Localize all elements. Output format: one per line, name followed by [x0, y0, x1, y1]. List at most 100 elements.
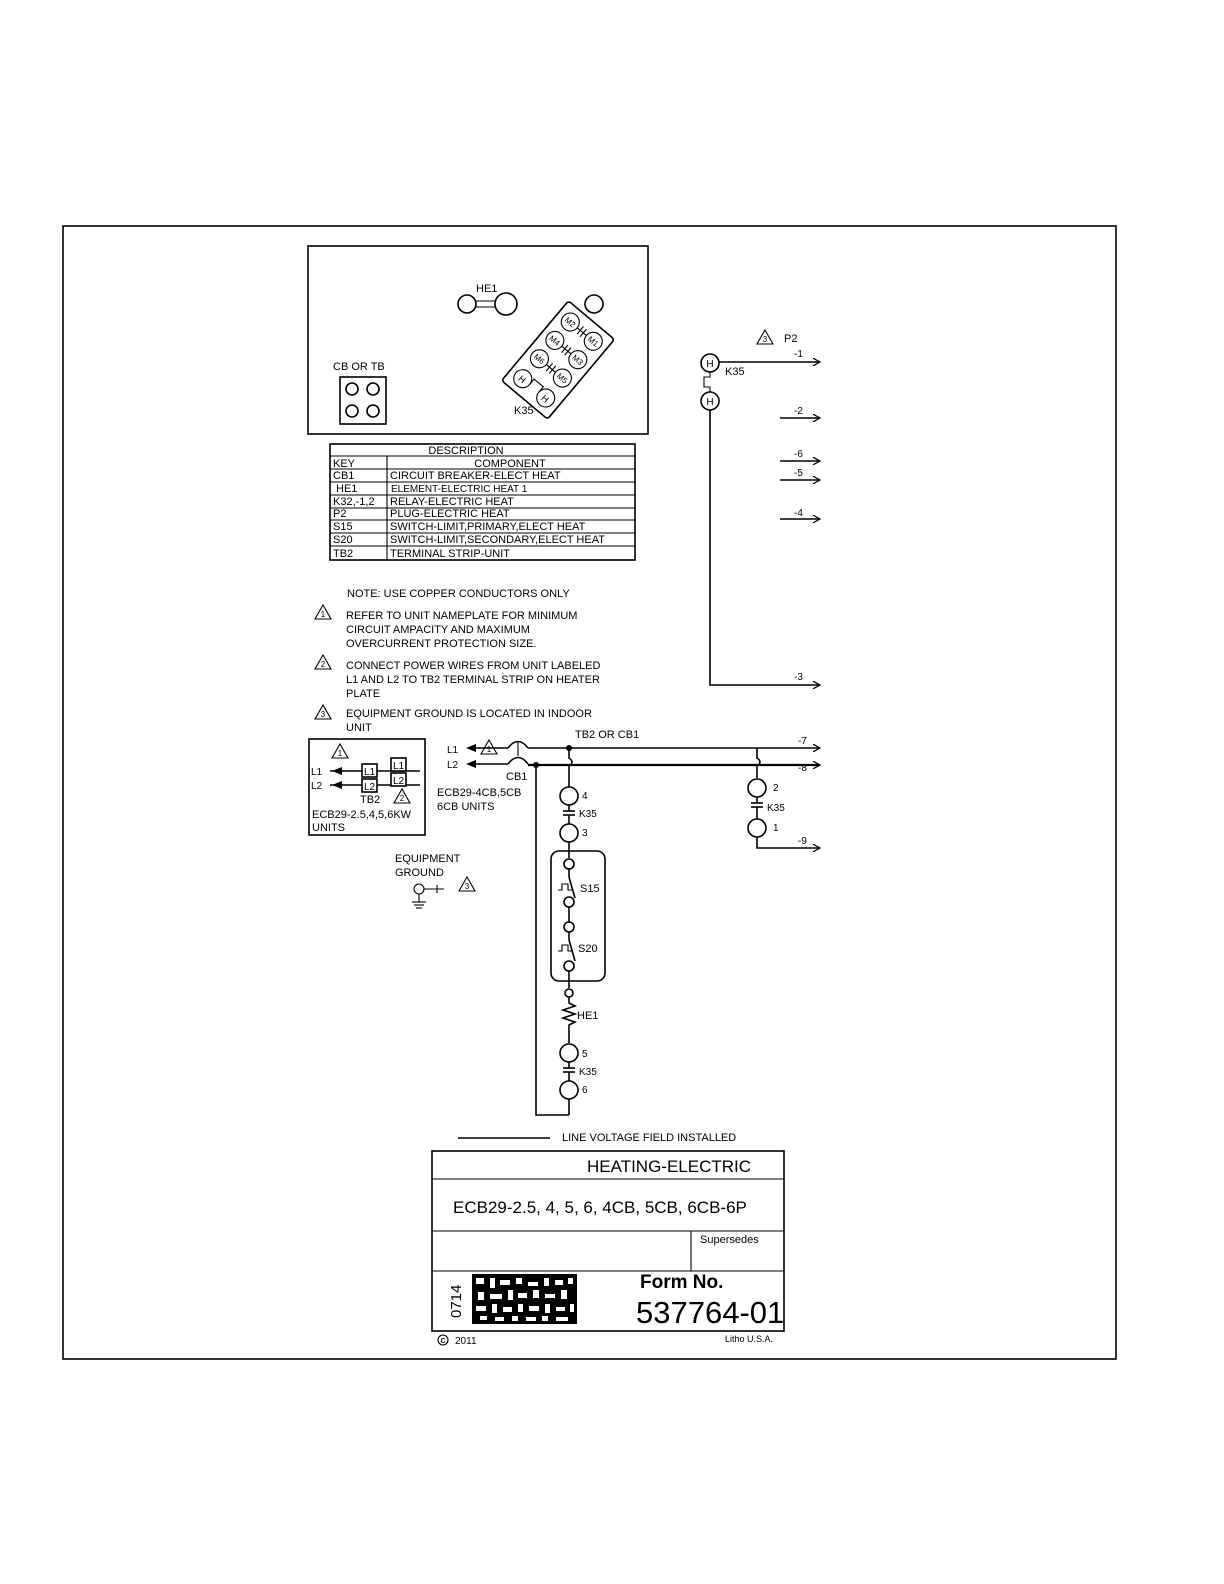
note-number: 3: [321, 710, 326, 719]
relay-terminal: H: [539, 393, 550, 405]
note-line: L1 AND L2 TO TB2 TERMINAL STRIP ON HEATE…: [346, 674, 600, 686]
table-title: DESCRIPTION: [428, 445, 503, 457]
svg-text:SWITCH-LIMIT,PRIMARY,ELECT HEA: SWITCH-LIMIT,PRIMARY,ELECT HEAT: [390, 521, 586, 533]
l2-label: L2: [447, 760, 459, 771]
svg-text:K32,-1,2: K32,-1,2: [333, 496, 375, 508]
relay-terminal: M1: [586, 335, 601, 349]
copyright-icon: [437, 1334, 449, 1346]
svg-text:L1: L1: [364, 767, 376, 778]
relay-terminal: M6: [532, 352, 547, 366]
ground-icon: [413, 883, 425, 895]
table-header-key: KEY: [333, 458, 356, 470]
tb2-inset-l1: L1: [311, 767, 323, 778]
terminal-1: [747, 818, 767, 838]
notes-header: NOTE: USE COPPER CONDUCTORS ONLY: [347, 588, 570, 600]
svg-text:4: 4: [582, 791, 588, 802]
svg-text:TERMINAL STRIP-UNIT: TERMINAL STRIP-UNIT: [390, 548, 510, 560]
svg-text:H: H: [706, 359, 713, 370]
tb2-or-cb1-label: TB2 OR CB1: [575, 729, 639, 741]
svg-text:3: 3: [582, 828, 588, 839]
schematic: 3 P2 H H K35 -1 -2 -6 -5 -4 -3 1 TB2 OR …: [395, 328, 820, 1116]
copyright-year: 2011: [455, 1336, 477, 1347]
wire-label: -7: [798, 736, 807, 747]
notes-block: NOTE: USE COPPER CONDUCTORS ONLY 1 REFER…: [314, 588, 601, 734]
svg-text:1: 1: [487, 745, 492, 754]
svg-text:P2: P2: [333, 508, 346, 520]
svg-text:3: 3: [465, 882, 470, 891]
note-line: OVERCURRENT PROTECTION SIZE.: [346, 638, 536, 650]
cb-or-tb-label: CB OR TB: [333, 361, 385, 373]
svg-text:L2: L2: [364, 782, 376, 793]
note-line: PLATE: [346, 688, 380, 700]
terminal-4: [559, 786, 579, 806]
wire-label: -2: [794, 406, 803, 417]
date-code: 0714: [448, 1285, 465, 1318]
title-block-models: ECB29-2.5, 4, 5, 6, 4CB, 5CB, 6CB-6P: [453, 1198, 747, 1217]
he1-layout-label: HE1: [476, 283, 497, 295]
legend-line-voltage: LINE VOLTAGE FIELD INSTALLED: [562, 1132, 736, 1144]
svg-text:5: 5: [582, 1049, 588, 1060]
form-number: 537764-01: [636, 1295, 784, 1330]
ground-label: GROUND: [395, 867, 444, 879]
relay-terminal: H: [516, 374, 527, 386]
note-line: UNIT: [346, 722, 372, 734]
wire-label: -6: [794, 449, 803, 460]
terminal-2: [747, 778, 767, 798]
svg-text:L2: L2: [393, 776, 405, 787]
p2-label: P2: [784, 333, 797, 345]
note-line: CIRCUIT AMPACITY AND MAXIMUM: [346, 624, 530, 636]
k35-relay-layout: M2 M1 M4 M3 M6 M5 H H: [502, 301, 614, 419]
table-row: P2 PLUG-ELECTRIC HEAT: [333, 508, 510, 520]
wire-label: -1: [794, 349, 803, 360]
svg-text:K35: K35: [767, 803, 785, 814]
litho-label: Litho U.S.A.: [725, 1334, 773, 1344]
note-number: 1: [321, 610, 326, 619]
svg-text:PLUG-ELECTRIC HEAT: PLUG-ELECTRIC HEAT: [390, 508, 510, 520]
terminal-3: [559, 823, 579, 843]
table-row: S15 SWITCH-LIMIT,PRIMARY,ELECT HEAT: [333, 521, 586, 533]
svg-text:1: 1: [338, 749, 343, 758]
note-number: 2: [321, 660, 326, 669]
s15-label: S15: [580, 883, 600, 895]
tb2-inset: 1 L1 L2 L1 L2 L1 L2 TB2 2 ECB29-2.5,4,5,…: [308, 738, 426, 836]
title-block-title: HEATING-ELECTRIC: [587, 1157, 751, 1176]
s20-label: S20: [578, 943, 598, 955]
cb1-label: CB1: [506, 771, 527, 783]
table-row: TB2 TERMINAL STRIP-UNIT: [333, 548, 510, 560]
relay-terminal: M3: [570, 353, 585, 367]
wire-label: -8: [798, 763, 807, 774]
svg-text:S20: S20: [333, 534, 353, 546]
svg-text:C: C: [440, 1338, 445, 1345]
wire-label: -3: [794, 672, 803, 683]
tb2-label: TB2: [360, 794, 380, 806]
k35-layout-label: K35: [514, 405, 534, 417]
svg-text:2: 2: [773, 783, 779, 794]
svg-text:H: H: [706, 397, 713, 408]
tb2-inset-caption: UNITS: [312, 822, 345, 834]
barcode: [472, 1274, 577, 1324]
relay-terminal: M4: [547, 334, 562, 348]
tb2-inset-l2: L2: [311, 781, 323, 792]
terminal-5: [559, 1043, 579, 1063]
svg-text:1: 1: [773, 823, 779, 834]
tb2-inset-caption: ECB29-2.5,4,5,6KW: [312, 809, 412, 821]
svg-text:ELEMENT-ELECTRIC HEAT 1: ELEMENT-ELECTRIC HEAT 1: [391, 484, 528, 495]
he1-schematic-label: HE1: [577, 1010, 598, 1022]
svg-text:3: 3: [763, 335, 768, 344]
svg-text:S15: S15: [333, 521, 353, 533]
relay-terminal: M5: [555, 371, 570, 385]
svg-text:CIRCUIT BREAKER-ELECT HEAT: CIRCUIT BREAKER-ELECT HEAT: [390, 470, 561, 482]
note-line: CONNECT POWER WIRES FROM UNIT LABELED: [346, 660, 601, 672]
svg-text:2: 2: [400, 794, 405, 803]
ground-label: EQUIPMENT: [395, 853, 461, 865]
svg-text:6: 6: [582, 1085, 588, 1096]
wire-label: -4: [794, 508, 803, 519]
svg-text:SWITCH-LIMIT,SECONDARY,ELECT H: SWITCH-LIMIT,SECONDARY,ELECT HEAT: [390, 534, 605, 546]
relay-terminal: M2: [563, 315, 578, 329]
limit-switch-enclosure: [550, 850, 606, 982]
wire-label: -5: [794, 468, 803, 479]
description-table: DESCRIPTION KEY COMPONENT CB1 CIRCUIT BR…: [329, 443, 636, 561]
k35-heater-label: K35: [725, 366, 745, 378]
form-label: Form No.: [640, 1272, 723, 1293]
